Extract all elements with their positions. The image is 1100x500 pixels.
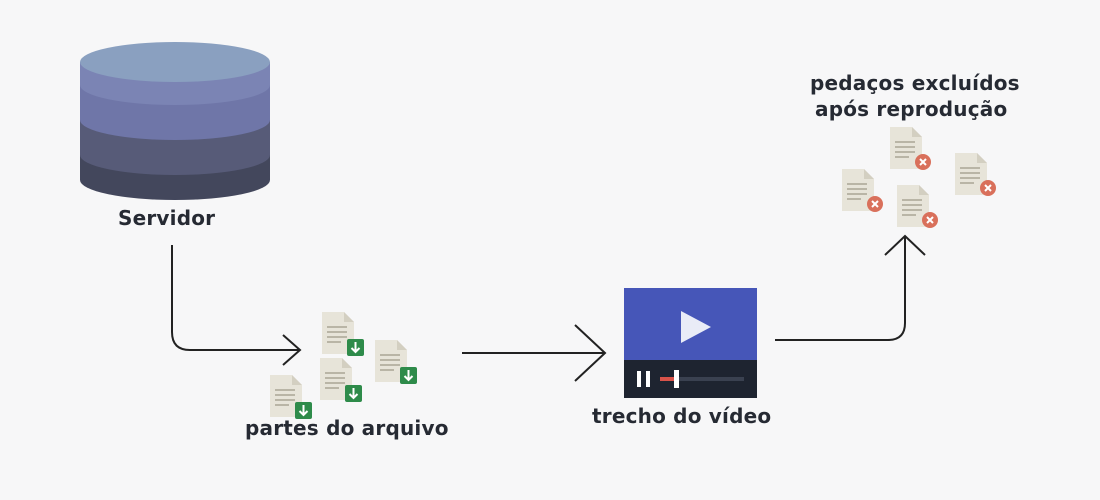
arrow-parts-to-video bbox=[462, 324, 607, 382]
file-parts-label: partes do arquivo bbox=[245, 416, 449, 440]
database-icon bbox=[80, 42, 270, 200]
deleted-parts-label-line2: após reprodução bbox=[815, 97, 1008, 121]
video-player-icon bbox=[624, 288, 757, 398]
arrow-server-to-parts bbox=[171, 245, 302, 366]
file-download-icon bbox=[269, 374, 313, 420]
file-delete-icon bbox=[889, 126, 932, 171]
file-delete-icon bbox=[896, 184, 939, 229]
file-download-icon bbox=[319, 357, 363, 403]
file-delete-icon bbox=[841, 168, 884, 213]
video-clip-label: trecho do vídeo bbox=[592, 404, 772, 428]
file-parts-icons bbox=[269, 311, 418, 420]
file-delete-icon bbox=[954, 152, 997, 197]
server-label: Servidor bbox=[118, 206, 216, 230]
file-download-icon bbox=[374, 339, 418, 385]
deleted-parts-icons bbox=[841, 126, 997, 229]
deleted-parts-label-line1: pedaços excluídos bbox=[810, 71, 1020, 95]
file-download-icon bbox=[321, 311, 365, 357]
arrow-video-to-deleted bbox=[775, 234, 926, 341]
